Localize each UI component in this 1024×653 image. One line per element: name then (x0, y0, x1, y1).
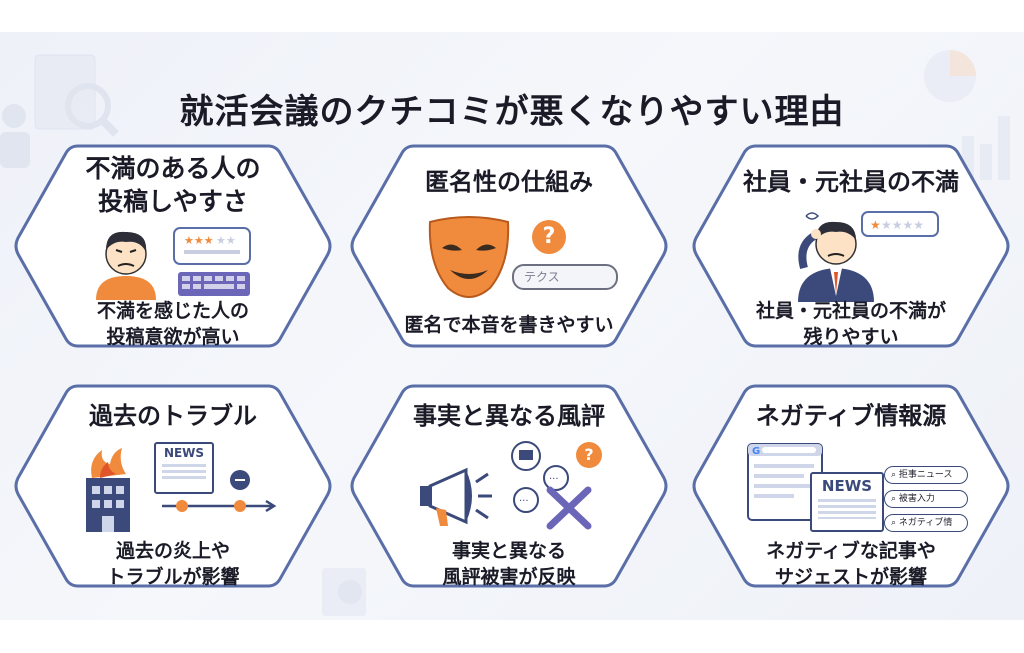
suggestion-item: ⌕ 拒事ニュース (884, 466, 968, 484)
hexagon-frame (350, 144, 668, 348)
card-complaint-posting: 不満のある人の 投稿しやすさ ★★★★★ 不満を感じた人の 投稿意欲が高い (8, 140, 338, 352)
card-description: 事実と異なる 風評被害が反映 (442, 540, 576, 588)
anonymous-text-input: テクス (512, 264, 618, 290)
card-heading: 過去のトラブル (89, 402, 257, 430)
card-anonymity: 匿名性の仕組み ? テクス 匿名で本音を書きやすい (344, 140, 674, 352)
card-negative-sources: ネガティブ情報源 G NEWS ⌕ 拒事ニュース ⌕ 被害入力 ⌕ ネガティブ情… (686, 380, 1016, 592)
card-heading: 社員・元社員の不満 (743, 168, 959, 196)
svg-text:★★★: ★★★ (184, 234, 214, 247)
card-heading: 不満のある人の 投稿しやすさ (85, 154, 261, 216)
browser-window-icon: G (747, 443, 823, 521)
card-description: 社員・元社員の不満が 残りやすい (755, 300, 946, 348)
card-heading: 事実と異なる風評 (413, 402, 605, 430)
news-card: NEWS (154, 442, 214, 494)
card-employee-complaints: 社員・元社員の不満 ★★★★★ 社員・元社員の不満が 残りやすい (686, 140, 1016, 352)
worried-employee-icon: ★★★★★ (798, 211, 939, 302)
question-bubble: ? (576, 442, 602, 468)
frustrated-person-keyboard-icon: ★★★★★ (96, 227, 251, 300)
svg-text:★★★★: ★★★★ (881, 218, 924, 232)
chat-bubbles-icon: ··· ··· (511, 441, 592, 530)
suggestion-item: ⌕ ネガティブ情 (884, 514, 968, 532)
burning-building-icon (86, 448, 130, 532)
card-description: 過去の炎上や トラブルが影響 (106, 540, 240, 588)
background-chart-icon (322, 568, 366, 616)
card-false-rumors: 事実と異なる風評 ··· ··· ? 事実と異なる 風評被害が反映 (344, 380, 674, 592)
timeline-icon (162, 470, 277, 513)
mask-icon (428, 216, 510, 298)
card-description: ネガティブな記事や サジェストが影響 (766, 540, 936, 588)
news-label: NEWS (821, 477, 873, 495)
background-document-icon (34, 54, 119, 137)
svg-text:★: ★ (870, 218, 881, 232)
background-person-icon (0, 104, 30, 168)
card-description: 匿名で本音を書きやすい (404, 314, 614, 336)
suggestion-item: ⌕ 被害入力 (884, 490, 968, 508)
page-title: 就活会議のクチコミが悪くなりやすい理由 (179, 92, 845, 132)
card-description: 不満を感じた人の 投稿意欲が高い (96, 300, 249, 348)
news-card: NEWS (810, 472, 884, 532)
megaphone-icon (420, 467, 492, 526)
card-past-trouble: 過去のトラブル NEWS 過去の炎上や トラブルが影響 (8, 380, 338, 592)
svg-text:G: G (752, 446, 760, 457)
background-pie-chart-icon (924, 50, 976, 102)
card-heading: ネガティブ情報源 (755, 402, 947, 430)
suggestion-list: ⌕ 拒事ニュース ⌕ 被害入力 ⌕ ネガティブ情 (884, 466, 968, 532)
svg-text:★★: ★★ (216, 234, 236, 247)
hexagon-frame (350, 384, 668, 588)
svg-text:···: ··· (519, 496, 529, 507)
svg-text:···: ··· (549, 474, 559, 485)
card-heading: 匿名性の仕組み (425, 168, 593, 196)
news-label: NEWS (163, 446, 205, 460)
question-bubble: ? (532, 220, 566, 254)
